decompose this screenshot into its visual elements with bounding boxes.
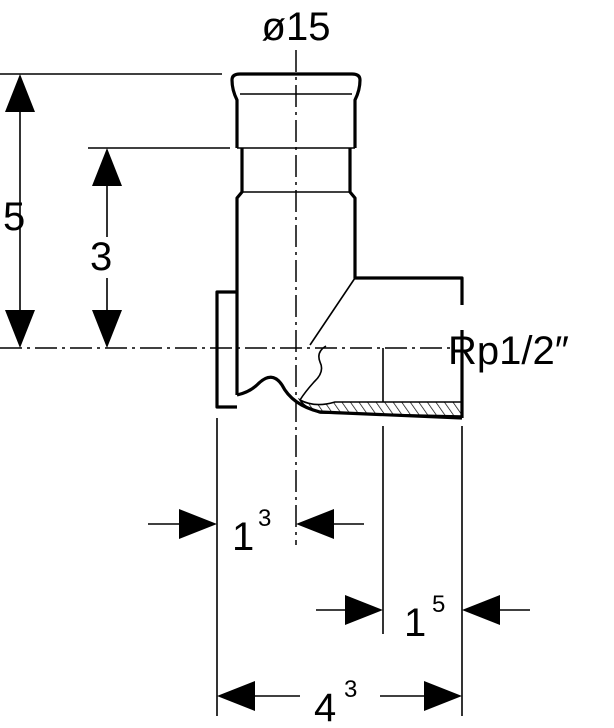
thread-hatch — [297, 397, 463, 417]
height-total-label: 5 — [3, 195, 25, 239]
elbow-bend — [309, 277, 356, 346]
width-total-label-exp: 3 — [344, 676, 357, 703]
width-thread-label-base: 1 — [404, 601, 426, 645]
dim-width-thread — [316, 595, 530, 625]
dim-height-total — [0, 73, 222, 348]
press-socket — [230, 72, 362, 148]
diameter-label: ø15 — [262, 5, 331, 49]
elbow-sweep — [236, 375, 463, 420]
wall-plate — [215, 290, 237, 409]
width-total-label-base: 4 — [314, 686, 336, 728]
section-break — [299, 345, 327, 401]
dim-width-wall — [148, 509, 364, 539]
height-outlet-label: 3 — [90, 235, 112, 279]
thread-label: Rp1/2″ — [448, 329, 569, 373]
elbow-fitting — [215, 72, 464, 420]
width-wall-label-base: 1 — [232, 515, 254, 559]
width-thread-label-exp: 5 — [432, 591, 445, 618]
dim-width-total — [217, 681, 462, 711]
width-wall-label-exp: 3 — [258, 505, 271, 532]
dim-height-outlet — [88, 147, 230, 348]
tube-section — [235, 148, 464, 395]
